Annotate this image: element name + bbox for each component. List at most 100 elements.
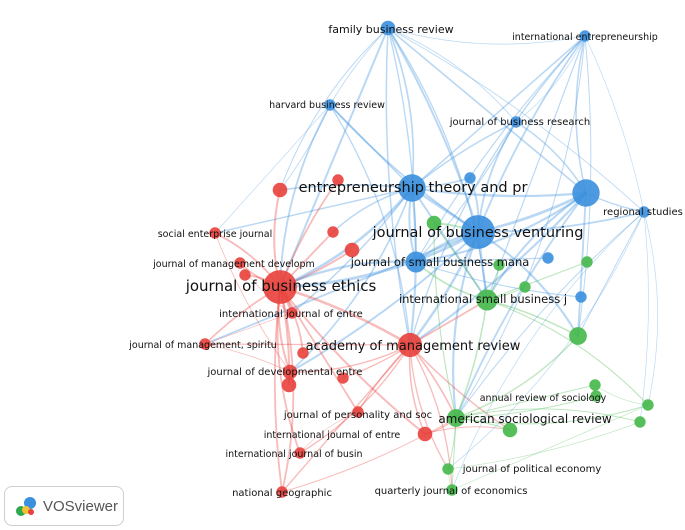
node-label-ije2: international journal of entre <box>264 430 401 441</box>
edge-jbv-g2 <box>477 231 579 337</box>
node-r8[interactable] <box>281 377 297 393</box>
node-etp[interactable] <box>398 174 426 202</box>
edge-amr-jde <box>289 344 411 373</box>
edge-big-asr <box>455 192 587 419</box>
edge-big-isbj <box>486 192 587 301</box>
node-jbr[interactable] <box>510 116 522 128</box>
edge-asr-isbj <box>455 299 488 419</box>
node-g9[interactable] <box>589 379 601 391</box>
node-g7[interactable] <box>634 416 646 428</box>
edge-amr-jpe <box>409 344 449 470</box>
edge-etp-sej <box>214 187 413 234</box>
edge-jms-ije1 <box>204 312 293 345</box>
node-r5[interactable] <box>239 269 251 281</box>
node-r6[interactable] <box>297 347 309 359</box>
edge-fbr-isbj <box>387 27 488 301</box>
node-r7[interactable] <box>337 372 349 384</box>
edge-jms-jde <box>204 343 291 373</box>
node-jbv[interactable] <box>461 215 495 249</box>
node-sej[interactable] <box>209 227 221 239</box>
edge-big-amr <box>409 192 587 346</box>
edge-fbr-hbr <box>329 27 389 106</box>
node-label-jpe: journal of political economy <box>462 464 602 475</box>
edge-fbr-big <box>387 27 587 194</box>
node-r3[interactable] <box>327 226 339 238</box>
node-label-jps: journal of personality and soc <box>283 410 432 421</box>
edge-asr-ars <box>455 395 597 419</box>
node-label-jms: journal of management, spiritu <box>128 340 276 351</box>
node-jbe[interactable] <box>263 270 297 304</box>
vosviewer-brand-label: VOSviewer <box>43 497 119 515</box>
edge-rs-g6 <box>643 211 658 406</box>
node-g6[interactable] <box>642 399 654 411</box>
node-isbj[interactable] <box>476 289 498 311</box>
node-ije1[interactable] <box>286 307 298 319</box>
edge-ie-jsbm <box>415 35 586 263</box>
node-label-fbr: family business review <box>328 23 453 36</box>
node-r1[interactable] <box>272 182 288 198</box>
node-label-ijb: international journal of busin <box>225 449 362 460</box>
node-g8[interactable] <box>502 422 518 438</box>
node-r2[interactable] <box>332 174 344 186</box>
edge-jbe-ijb <box>276 286 301 454</box>
node-label-ng: national geographic <box>232 488 332 499</box>
edge-fbr-etp <box>387 27 415 189</box>
node-asr[interactable] <box>447 409 465 427</box>
node-label-jde: journal of developmental entre <box>207 367 363 378</box>
edge-ng-jbe <box>273 286 283 493</box>
node-jsbm[interactable] <box>405 251 427 273</box>
node-r4[interactable] <box>344 242 360 258</box>
edge-ie-rs <box>584 35 645 213</box>
vosviewer-badge[interactable]: VOSviewer <box>4 486 124 526</box>
node-g4[interactable] <box>519 281 531 293</box>
edge-fbr-rs <box>387 27 645 213</box>
node-g1[interactable] <box>426 215 442 231</box>
edge-hbr-sej <box>214 104 331 234</box>
node-fbr[interactable] <box>380 20 396 36</box>
edge-jbv-asr <box>452 231 480 419</box>
node-jmd[interactable] <box>234 257 246 269</box>
edge-amr-jms <box>204 343 411 346</box>
node-ije2[interactable] <box>417 426 433 442</box>
edge-jmd-ije1 <box>239 262 293 314</box>
edge-big-jsbm <box>415 192 587 263</box>
edge-qje-g6 <box>451 404 649 491</box>
node-g5[interactable] <box>493 259 505 271</box>
node-ng[interactable] <box>276 486 288 498</box>
node-big[interactable] <box>572 179 600 207</box>
node-label-jbr: journal of business research <box>449 117 590 128</box>
node-rs[interactable] <box>638 206 650 218</box>
edge-amr-asr <box>409 344 457 419</box>
node-amr[interactable] <box>397 332 423 358</box>
edge-fbr-jsbm <box>387 27 417 263</box>
edge-hbr-jbv <box>329 104 479 233</box>
node-jps[interactable] <box>352 406 364 418</box>
node-qje[interactable] <box>446 484 458 496</box>
edge-jpe-g7 <box>447 421 641 470</box>
node-ars[interactable] <box>590 390 602 402</box>
edge-asr-g9 <box>455 384 596 419</box>
node-ijb[interactable] <box>294 447 306 459</box>
node-label-qje: quarterly journal of economics <box>375 486 528 497</box>
node-ie[interactable] <box>579 30 591 42</box>
node-b1[interactable] <box>542 252 554 264</box>
node-label-etp: entrepreneurship theory and pr <box>299 180 528 196</box>
edge-asr-g6 <box>455 404 649 425</box>
node-b3[interactable] <box>464 172 476 184</box>
edge-g1-asr <box>433 222 457 419</box>
vosviewer-logo-icon <box>16 497 36 516</box>
node-b2[interactable] <box>575 291 587 303</box>
edge-rs-jpe <box>447 211 645 470</box>
node-g2[interactable] <box>569 327 587 345</box>
node-jpe[interactable] <box>442 463 454 475</box>
node-hbr[interactable] <box>324 99 336 111</box>
edge-jbv-jbe <box>279 230 479 289</box>
edge-jbv-jde <box>289 231 479 373</box>
node-jde[interactable] <box>282 364 298 380</box>
edge-etp-r1 <box>279 184 413 191</box>
edge-jsbm-b1 <box>415 257 549 263</box>
node-jms[interactable] <box>199 338 211 350</box>
node-label-ije1: international journal of entre <box>219 309 363 320</box>
node-label-sej: social enterprise journal <box>158 229 273 240</box>
node-g3[interactable] <box>581 256 593 268</box>
